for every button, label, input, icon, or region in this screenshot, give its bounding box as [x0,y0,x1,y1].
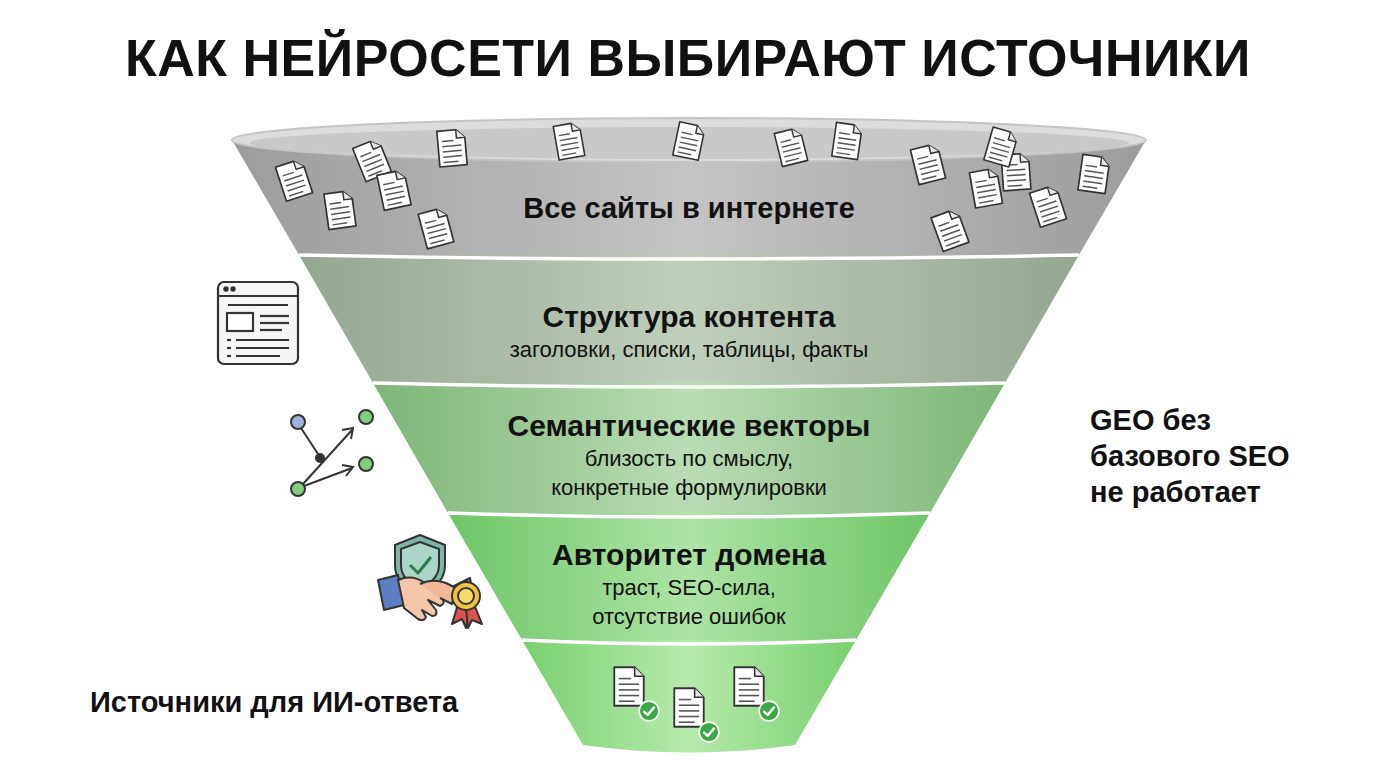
source-documents-icon [614,667,779,742]
band-heading: Авторитет домена [489,537,889,573]
band-heading: Семантические векторы [419,408,959,444]
band-heading: Все сайты в интернете [409,190,969,226]
funnel-output-label: Источники для ИИ-ответа [90,684,560,720]
funnel-band: Семантические векторыблизость по смыслу,… [419,408,959,502]
funnel-band: Авторитет доменатраст, SEO-сила, отсутст… [489,537,889,631]
band-heading: Структура контента [379,299,999,335]
semantic-vectors-icon [291,410,373,496]
content-structure-icon [218,282,298,364]
funnel-band: Все сайты в интернете [409,190,969,226]
band-description: заголовки, списки, таблицы, факты [409,335,969,364]
funnel-band: Структура контентазаголовки, списки, таб… [379,299,999,364]
domain-authority-icon [378,535,482,628]
document-icons [275,122,1110,252]
band-description: близость по смыслу, конкретные формулиро… [524,444,854,502]
band-description: траст, SEO-сила, отсутствие ошибок [559,573,819,631]
side-note: GEO без базового SEO не работает [1090,402,1305,510]
diagram-title: КАК НЕЙРОСЕТИ ВЫБИРАЮТ ИСТОЧНИКИ [0,28,1376,88]
